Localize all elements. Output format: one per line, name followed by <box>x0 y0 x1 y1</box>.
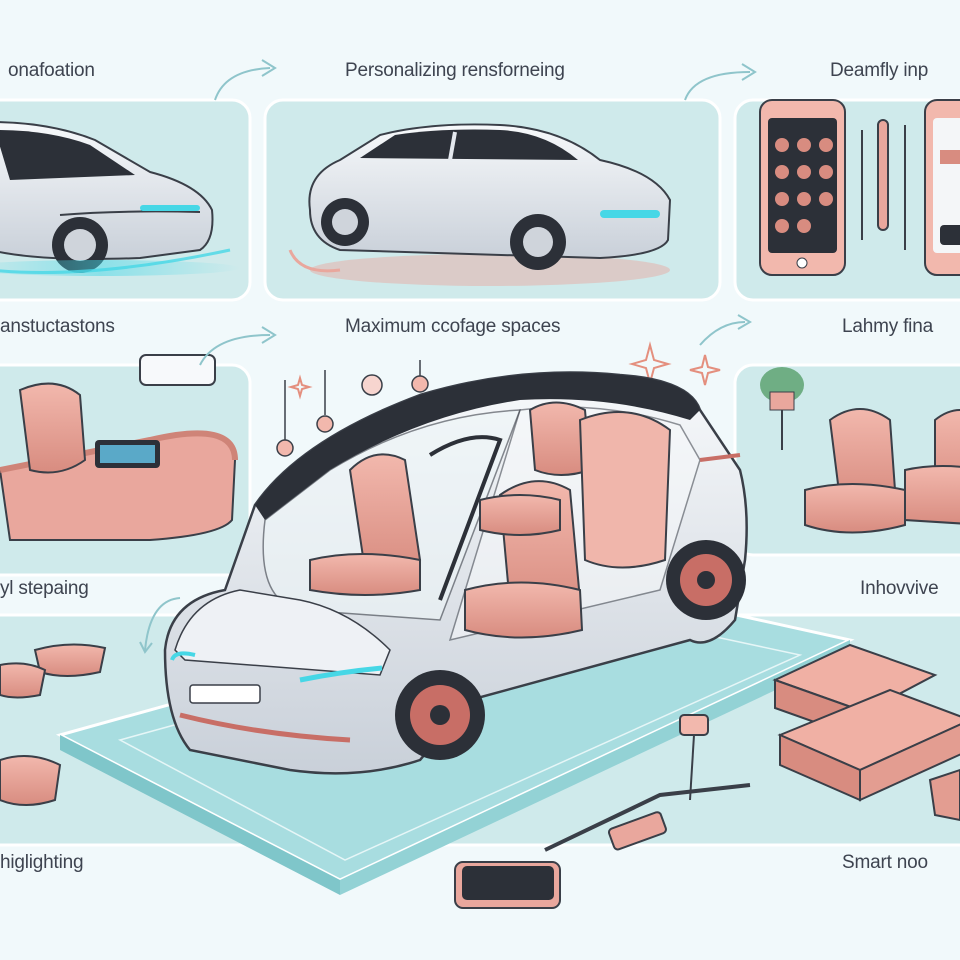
car-top-left <box>0 121 240 276</box>
light-bulb-icon <box>276 360 429 457</box>
car-main-seats <box>309 401 672 639</box>
dashboard-interior <box>0 354 238 541</box>
caption-mid-center: Maximum ccofage spaces <box>345 316 561 337</box>
smartphone-icon <box>759 99 846 276</box>
caption-top-right: Deamfly inp <box>830 60 929 81</box>
bench-seats-right <box>772 643 960 822</box>
plant-icon <box>760 367 804 450</box>
caption-mid-left: anstuctastons <box>0 316 115 337</box>
seats-display <box>804 408 960 534</box>
caption-mid-right: Lahmy fina <box>842 316 933 337</box>
car-top-center <box>288 123 672 286</box>
smartphone-icon <box>924 99 960 276</box>
caption-lower-right: Inhovvive <box>860 578 939 599</box>
caption-top-left: onafoation <box>8 60 95 81</box>
caption-bottom-right: Smart noo <box>842 852 928 873</box>
arrow-icon <box>139 59 757 654</box>
caption-top-center: Personalizing rensforneing <box>345 60 565 81</box>
tools-bottom <box>544 714 751 852</box>
smartphone-icon <box>454 861 561 909</box>
caption-bottom-left: higlighting <box>0 852 84 873</box>
seat-cushions-left <box>0 643 107 806</box>
stylus-tools <box>861 119 906 250</box>
caption-lower-left: yl stepaing <box>0 578 89 599</box>
